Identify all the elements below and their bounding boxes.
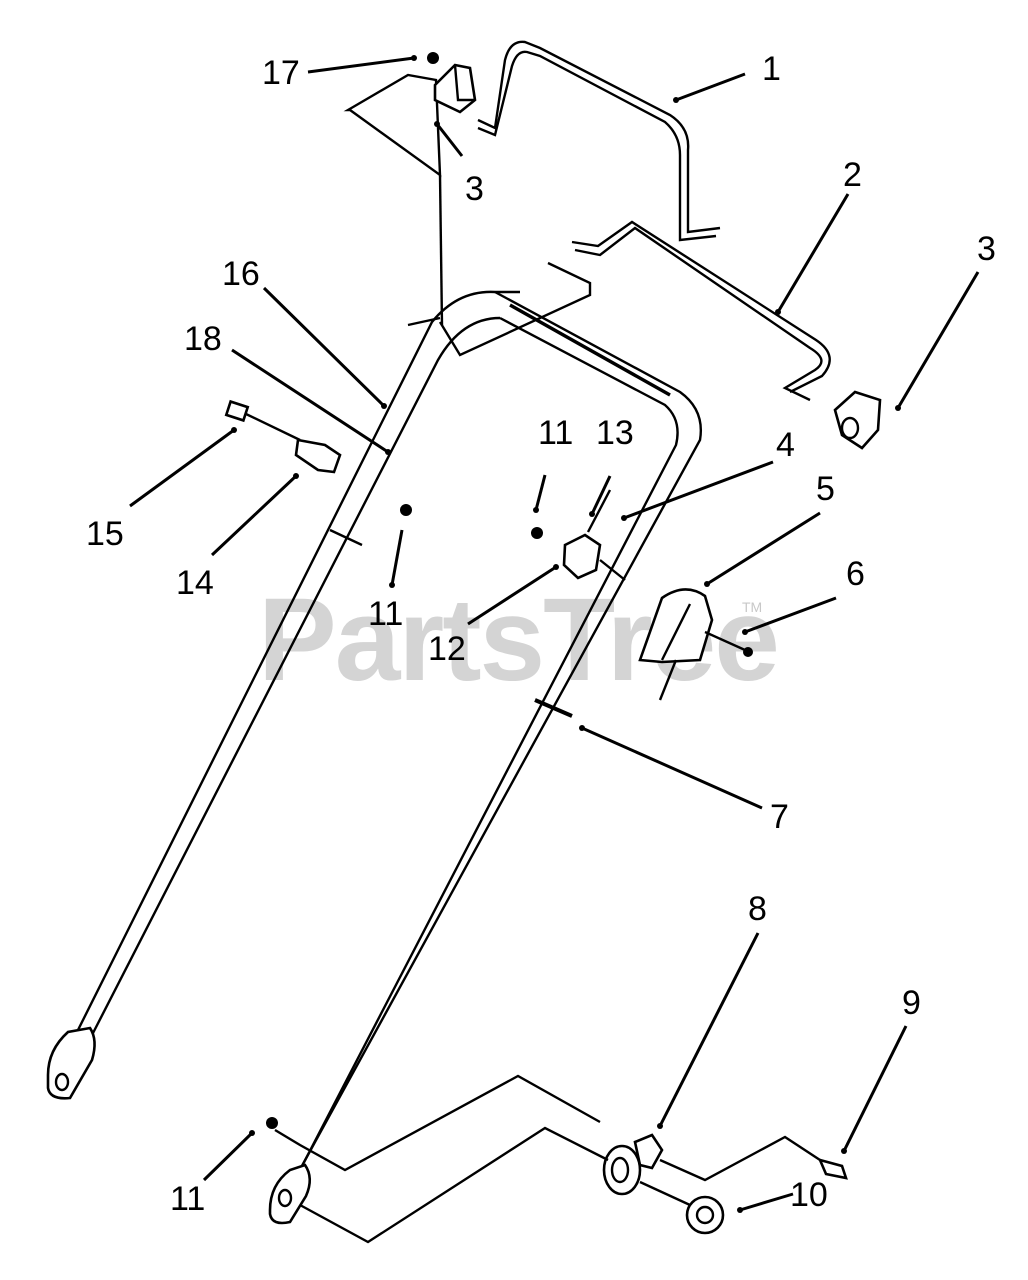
switch-12 (562, 489, 626, 581)
callout-11-mid: 11 (538, 414, 573, 452)
callout-11-bottom: 11 (170, 1180, 205, 1218)
handle-frame (46, 290, 702, 1225)
nut-14 (294, 438, 342, 474)
callout-17: 17 (262, 54, 300, 92)
knob-10 (639, 1180, 725, 1235)
callout-8: 8 (748, 890, 767, 928)
screw-11-left (400, 504, 412, 516)
callout-9: 9 (902, 984, 921, 1022)
screw-11-bottom (266, 1117, 278, 1129)
callout-13: 13 (596, 414, 634, 452)
callout-3-upper: 3 (465, 170, 484, 208)
screw-6 (704, 630, 753, 657)
callout-16: 16 (222, 255, 260, 293)
screw-17 (427, 52, 439, 64)
callout-1: 1 (762, 50, 781, 88)
callout-3-right: 3 (977, 230, 996, 268)
control-lever-5 (638, 588, 714, 701)
bracket-right (833, 390, 882, 450)
callout-15: 15 (86, 515, 124, 553)
bracket-upper (433, 63, 477, 114)
callout-14: 14 (176, 564, 214, 602)
control-wire-lower (574, 226, 823, 402)
bail-wire-upper (477, 40, 721, 234)
bolt-9 (817, 1158, 848, 1180)
callout-7: 7 (770, 798, 789, 836)
housing-8 (602, 1133, 664, 1196)
screw-11-mid (531, 527, 543, 539)
callout-10: 10 (790, 1176, 828, 1214)
callout-4: 4 (776, 426, 795, 464)
callout-5: 5 (816, 470, 835, 508)
watermark-trademark: TM (742, 599, 762, 615)
bolt-15 (224, 399, 301, 442)
callout-12: 12 (428, 630, 466, 668)
callout-6: 6 (846, 555, 865, 593)
leader-lines (129, 55, 980, 1213)
clip-7 (534, 698, 573, 718)
callout-11-left: 11 (368, 595, 403, 633)
callout-18: 18 (184, 320, 222, 358)
callout-2: 2 (843, 156, 862, 194)
